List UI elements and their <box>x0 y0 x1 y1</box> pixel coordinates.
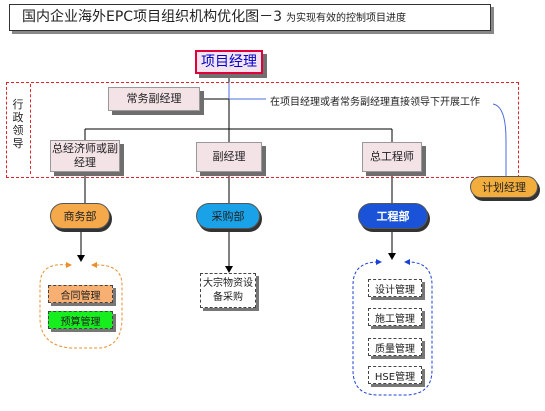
admin-leadership-frame <box>6 82 519 178</box>
construction-management-box: 施工管理 <box>368 308 422 326</box>
contract-management-box: 合同管理 <box>48 285 113 303</box>
design-management-box: 设计管理 <box>368 279 422 297</box>
quality-management-box: 质量管理 <box>368 338 422 356</box>
procurement-dept-oval: 采购部 <box>196 203 260 229</box>
exec-deputy-box: 常务副经理 <box>108 87 200 111</box>
leadership-note: 在项目经理或者常务副经理直接领导下开展工作 <box>270 97 480 108</box>
budget-management-box: 预算管理 <box>48 311 113 329</box>
project-manager-box: 项目经理 <box>195 50 263 74</box>
planning-manager-oval: 计划经理 <box>470 176 538 198</box>
commerce-dept-oval: 商务部 <box>50 203 110 229</box>
admin-divider <box>30 84 31 174</box>
admin-leadership-label: 行政领导 <box>12 98 24 150</box>
hse-management-box: HSE管理 <box>368 366 422 384</box>
deputy-manager-box: 副经理 <box>196 142 262 172</box>
chief-economist-box: 总经济师或副经理 <box>50 140 120 172</box>
title-main: 国内企业海外EPC项目组织机构优化图－3 <box>22 9 282 25</box>
bulk-procurement-box: 大宗物资设备采购 <box>200 273 256 308</box>
title-sub: 为实现有效的控制项目进度 <box>285 13 406 24</box>
engineering-dept-oval: 工程部 <box>358 203 428 229</box>
chief-engineer-box: 总工程师 <box>362 142 422 172</box>
